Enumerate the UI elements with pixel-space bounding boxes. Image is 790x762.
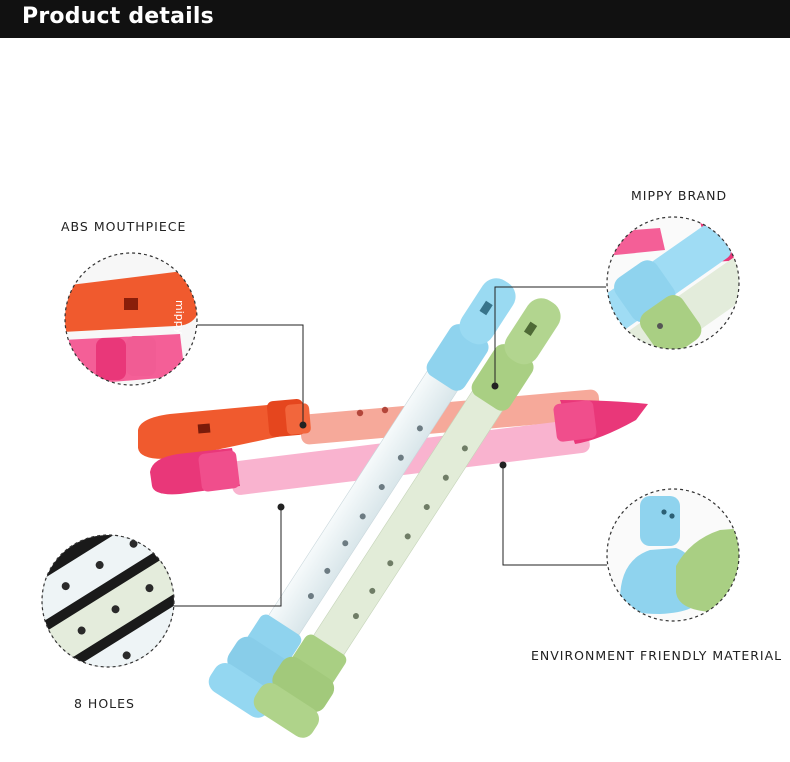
brand-mark-zoom: mippy [173, 300, 186, 335]
blue-recorder [208, 278, 516, 718]
zoom-circle-material [606, 488, 740, 622]
zoom-circle-holes [41, 534, 175, 668]
callout-lines [174, 286, 607, 607]
zoom-circle-mouthpiece: mippy [64, 252, 198, 386]
header-bar: Product details [0, 0, 790, 38]
green-recorder [253, 298, 561, 738]
callout-label-environment-material: ENVIRONMENT FRIENDLY MATERIAL [531, 648, 783, 663]
callout-label-8-holes: 8 HOLES [74, 696, 135, 711]
callout-line-material [502, 465, 607, 566]
callout-line-mouthpiece [197, 324, 304, 425]
callout-line-brand [494, 286, 606, 386]
page-title: Product details [22, 4, 214, 29]
product-illustration: mippy [41, 216, 740, 738]
callout-label-abs-mouthpiece: ABS MOUTHPIECE [61, 219, 187, 234]
zoom-circle-brand [606, 216, 740, 350]
callout-line-holes [174, 507, 282, 607]
callout-label-mippy-brand: MIPPY BRAND [631, 188, 728, 203]
